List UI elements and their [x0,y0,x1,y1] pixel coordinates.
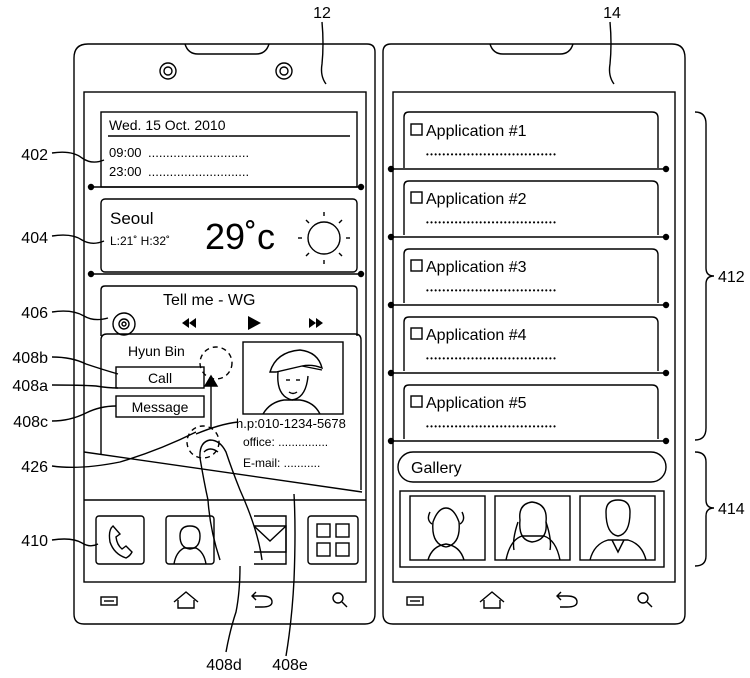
touch-leader [195,421,239,435]
fast-forward-icon[interactable] [309,318,323,328]
ref-408e: 408e [272,657,308,674]
ref-402: 402 [21,147,48,164]
app-item-5[interactable] [387,384,670,445]
contact-email: E-mail: ........... [243,456,320,470]
music-widget[interactable] [100,285,358,336]
ref-408b: 408b [12,350,48,367]
contact-phone: h.p:010-1234-5678 [236,416,346,431]
left-device [73,43,376,625]
ref-408c: 408c [13,414,48,431]
ref-410: 410 [21,533,48,550]
ref-412: 412 [718,269,745,286]
contact-office: office: ............... [243,435,328,449]
contact-photo [242,341,344,415]
left-back-icon[interactable] [251,591,273,608]
sun-icon [298,212,350,264]
gallery-label: Gallery [411,460,462,477]
finger-pointer [199,439,263,561]
message-button-label: Message [132,399,189,415]
drag-target-circle [199,346,233,380]
gallery-photo-1[interactable] [409,495,486,561]
right-menu-icon[interactable] [406,596,424,606]
gallery-strip [399,490,665,568]
gallery-photo-2[interactable] [494,495,571,561]
right-device [382,43,686,625]
brace-412 [694,111,715,441]
touch-start-circle [186,425,220,459]
app-item-4-dots: •••••••••••••••••••••••••••••••• [426,354,557,363]
contacts-app-icon[interactable] [165,515,215,565]
left-menu-icon[interactable] [100,596,118,606]
front-camera-icon [159,62,177,80]
app-item-1-label: Application #1 [426,123,527,140]
rewind-icon[interactable] [182,318,196,328]
apps-grid-icon[interactable] [307,515,359,565]
schedule-date: Wed. 15 Oct. 2010 [109,117,226,133]
ref-408a: 408a [12,378,48,395]
call-button[interactable] [115,366,205,389]
play-icon[interactable] [248,316,261,330]
ref-414: 414 [718,501,745,518]
schedule-time-2: 23:00 [109,164,142,179]
weather-city: Seoul [110,209,153,228]
right-back-icon[interactable] [556,591,578,608]
contact-card[interactable] [100,333,362,490]
app-item-3-dots: •••••••••••••••••••••••••••••••• [426,286,557,295]
app-item-5-dots: •••••••••••••••••••••••••••••••• [426,422,557,431]
weather-temp: 29˚c [205,216,275,257]
sensor-icon [275,62,293,80]
app-item-2[interactable] [387,180,670,241]
app-item-3-label: Application #3 [426,259,527,276]
drag-arrow-head [203,374,219,387]
disc-icon [112,312,136,336]
left-search-icon[interactable] [332,592,348,608]
gallery-photo-3[interactable] [579,495,656,561]
app-item-3[interactable] [387,248,670,309]
ref-406: 406 [21,305,48,322]
app-item-1[interactable] [387,111,670,173]
ref-14: 14 [603,5,621,22]
weather-widget[interactable] [87,198,365,278]
right-home-icon[interactable] [479,591,505,609]
app-item-2-dots: •••••••••••••••••••••••••••••••• [426,218,557,227]
app-item-4-label: Application #4 [426,327,527,344]
ref-404: 404 [21,230,48,247]
ref-426: 426 [21,459,48,476]
schedule-widget[interactable] [87,111,365,191]
schedule-dots-1: ............................ [148,145,249,160]
schedule-dots-2: ............................ [148,164,249,179]
right-search-icon[interactable] [637,592,653,608]
ref-12: 12 [313,5,331,22]
app-item-4[interactable] [387,316,670,377]
brace-414 [694,451,715,567]
gallery-header[interactable] [397,451,667,483]
leader-lines [51,21,615,657]
app-item-5-label: Application #5 [426,395,527,412]
app-item-2-label: Application #2 [426,191,527,208]
music-title: Tell me - WG [163,292,255,309]
phone-app-icon[interactable] [95,515,145,565]
schedule-time-1: 09:00 [109,145,142,160]
right-screen [392,91,676,583]
contact-name: Hyun Bin [128,343,185,359]
mail-app-icon[interactable] [253,515,287,565]
left-screen [83,91,367,583]
call-button-label: Call [148,370,172,386]
weather-range: L:21˚ H:32˚ [110,234,170,248]
app-item-1-dots: •••••••••••••••••••••••••••••••• [426,150,557,159]
left-home-icon[interactable] [173,591,199,609]
ref-408d: 408d [206,657,242,674]
